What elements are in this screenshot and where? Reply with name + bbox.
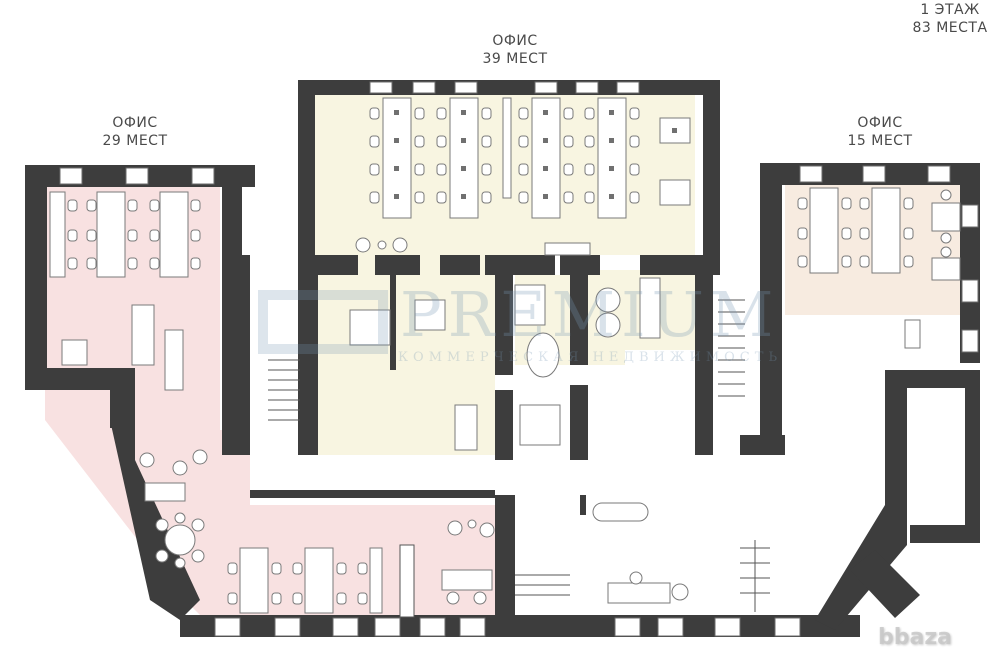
stairs xyxy=(268,299,770,612)
desks-39 xyxy=(382,97,691,219)
site-watermark: bbaza xyxy=(878,625,952,650)
office-15-label: ОФИС 15 МЕСТ xyxy=(825,114,935,150)
office-39-seats: 39 МЕСТ xyxy=(482,51,548,67)
chairs-39 xyxy=(355,107,640,253)
chairs-29 xyxy=(67,199,495,605)
floor-title: 1 ЭТАЖ xyxy=(920,2,980,18)
desk-markers xyxy=(394,110,677,199)
floor-seats: 83 МЕСТА xyxy=(912,20,988,36)
office-29-title: ОФИС xyxy=(112,115,158,131)
office-29-seats: 29 МЕСТ xyxy=(102,133,168,149)
watermark-tagline: КОММЕРЧЕСКАЯ НЕДВИЖИМОСТЬ xyxy=(398,350,783,365)
watermark-brand: PREMIUM xyxy=(400,278,780,351)
floor-label: 1 ЭТАЖ 83 МЕСТА xyxy=(900,1,1000,37)
office-29-label: ОФИС 29 МЕСТ xyxy=(80,114,190,150)
watermark-logo-icon xyxy=(258,290,388,354)
desks-15 xyxy=(809,187,961,349)
radiator xyxy=(399,544,415,618)
chairs-15 xyxy=(797,189,952,268)
office-39-title: ОФИС xyxy=(492,33,538,49)
center-furniture xyxy=(349,242,689,604)
windows xyxy=(59,81,979,637)
desks-29 xyxy=(49,191,493,614)
office-39-label: ОФИС 39 МЕСТ xyxy=(460,32,570,68)
office-15-title: ОФИС xyxy=(857,115,903,131)
office-15-seats: 15 МЕСТ xyxy=(847,133,913,149)
